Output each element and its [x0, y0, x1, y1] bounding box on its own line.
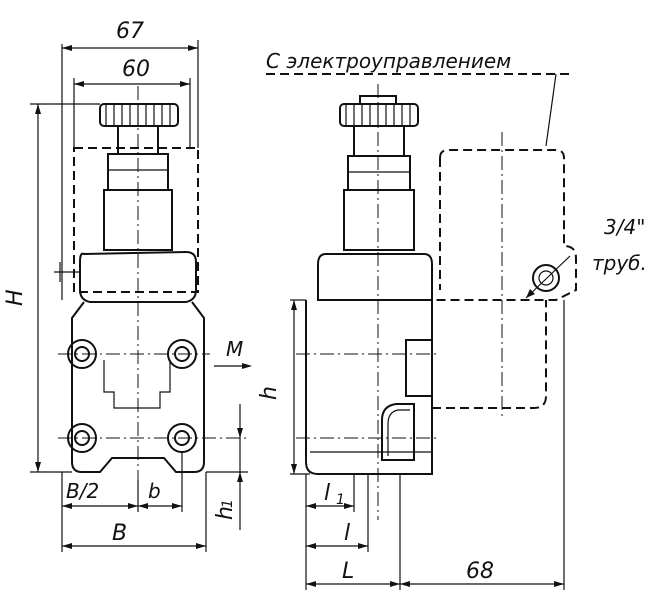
- side-view: [266, 73, 577, 520]
- dim-l1-label: l: [324, 481, 330, 506]
- side-view-dimensions: [290, 299, 565, 590]
- dim-67-label: 67: [116, 19, 144, 44]
- dim-L-label: L: [342, 559, 354, 584]
- pipe-unit-label: труб.: [592, 251, 647, 275]
- body-side: [305, 300, 433, 475]
- dim-b-half-label: B/2: [66, 479, 99, 503]
- dim-l-label: l: [344, 521, 350, 546]
- dim-l1-subscript: 1: [336, 492, 345, 508]
- solenoid-outline-side: [432, 149, 577, 301]
- handwheel-side: [339, 103, 419, 127]
- body-top-side: [317, 253, 433, 301]
- handwheel: [99, 103, 179, 127]
- electro-control-note: С электроуправлением: [266, 49, 511, 73]
- pipe-port: [532, 264, 560, 292]
- dim-68-label: 68: [466, 559, 494, 584]
- dim-h-label: h: [257, 386, 282, 400]
- pipe-size-label: 3/4": [604, 215, 645, 239]
- dim-H-label: H: [3, 289, 28, 306]
- solenoid-outline: [73, 147, 199, 293]
- dim-60-label: 60: [122, 57, 150, 82]
- dim-B-label: B: [112, 521, 127, 546]
- front-view-dimensions: [30, 40, 252, 552]
- dim-b-label: b: [148, 479, 161, 503]
- flow-m-label: M: [226, 337, 243, 361]
- valve-body-top: [79, 250, 197, 303]
- dim-h1-subscript: 1: [220, 499, 236, 508]
- dim-h1-label: h: [213, 506, 238, 520]
- front-view: [54, 86, 250, 490]
